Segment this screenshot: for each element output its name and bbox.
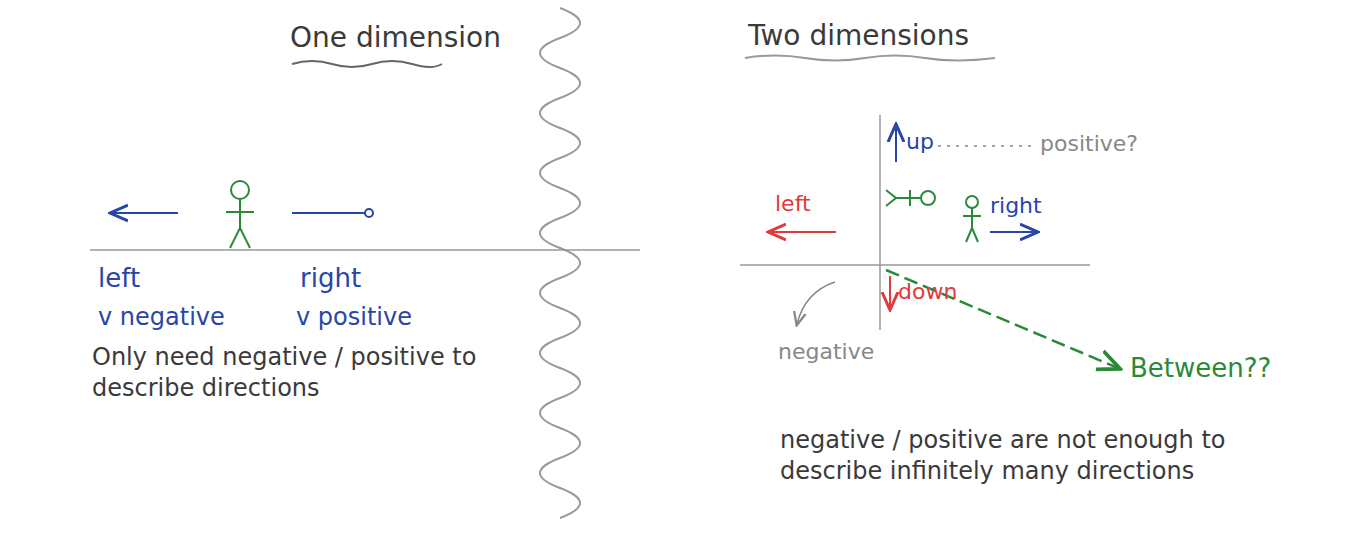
- stick-figure: [226, 181, 254, 248]
- axis: [879, 115, 881, 330]
- right-arrow: [990, 231, 1036, 233]
- axis: [740, 264, 1090, 266]
- left-arrow: [770, 231, 836, 233]
- dotted-leader: [938, 145, 1035, 147]
- stick-figure: [963, 196, 981, 242]
- left-arrow: [112, 212, 178, 214]
- between-arrow: [886, 270, 1118, 368]
- note: negative / positive are not enough to de…: [780, 425, 1320, 487]
- direction-label: left: [775, 190, 811, 219]
- heading: One dimension: [290, 20, 501, 56]
- underline: [292, 61, 442, 67]
- direction-label: right: [300, 262, 361, 296]
- note: Between??: [1130, 352, 1271, 386]
- underline: [745, 56, 995, 61]
- pointer-arrow: [797, 282, 835, 324]
- direction-label: up: [906, 128, 934, 157]
- arrow-tip: [365, 209, 373, 217]
- up-arrow: [895, 126, 897, 162]
- divider: [540, 8, 580, 518]
- ground-line: [90, 249, 640, 251]
- direction-label: v negative: [98, 302, 225, 333]
- note: Only need negative / positive to describ…: [92, 342, 512, 404]
- right-arrow: [292, 212, 365, 214]
- note: negative: [778, 338, 874, 367]
- direction-label: left: [98, 262, 140, 296]
- heading: Two dimensions: [748, 18, 969, 54]
- stick-figure: [886, 190, 935, 206]
- down-arrow: [889, 276, 891, 308]
- direction-label: right: [990, 192, 1042, 221]
- direction-label: down: [898, 278, 957, 307]
- direction-label: v positive: [296, 302, 412, 333]
- note: positive?: [1040, 130, 1138, 159]
